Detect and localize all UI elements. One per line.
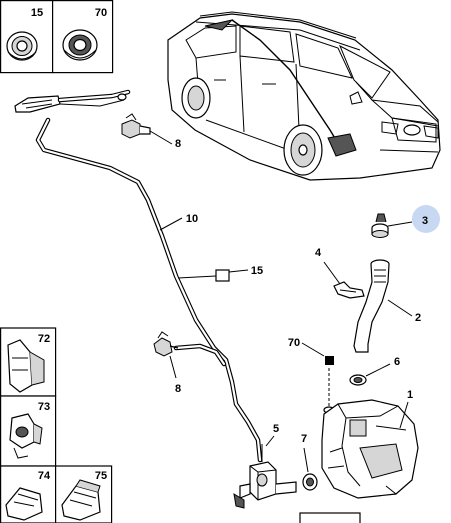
callout-8-lower: 8 — [175, 383, 181, 395]
filler-cap[interactable]: 3 — [371, 205, 440, 238]
washer-reservoir[interactable]: 1 — [321, 389, 419, 499]
fastener-icon — [5, 487, 43, 521]
reference-label-box — [299, 512, 361, 523]
callout-8-upper: 8 — [175, 138, 181, 150]
washer-nozzle-lower[interactable]: 8 — [153, 331, 181, 395]
inset-72[interactable]: 72 — [0, 327, 57, 397]
rear-nozzle-assembly — [14, 89, 131, 113]
callout-1: 1 — [407, 389, 413, 401]
callout-3: 3 — [422, 215, 428, 227]
callout-6: 6 — [394, 356, 400, 368]
clip-icon — [7, 339, 45, 393]
callout-15: 15 — [251, 265, 263, 277]
washer-pump[interactable]: 5 — [233, 423, 297, 509]
callout-5: 5 — [273, 423, 279, 435]
car-illustration — [167, 11, 441, 181]
hose-clip[interactable]: 15 — [177, 265, 263, 282]
grommet-plug[interactable]: 70 — [288, 337, 335, 414]
inset-74-number: 74 — [38, 470, 51, 482]
grommet-icon — [6, 31, 38, 61]
inset-73[interactable]: 73 — [0, 395, 57, 467]
washer-nozzle-upper[interactable]: 8 — [121, 113, 181, 150]
fastener-icon — [61, 479, 101, 521]
washer-hose[interactable]: 10 — [35, 117, 263, 463]
callout-4: 4 — [315, 247, 322, 259]
inset-15-number: 15 — [31, 7, 43, 19]
connector-clip-icon — [9, 413, 43, 459]
callout-2: 2 — [415, 312, 421, 324]
callout-70: 70 — [288, 337, 300, 349]
pump-grommet[interactable]: 7 — [301, 433, 318, 491]
neck-seal[interactable]: 6 — [349, 356, 400, 386]
inset-72-number: 72 — [38, 333, 50, 345]
inset-74[interactable]: 74 — [0, 465, 57, 523]
inset-70-number: 70 — [95, 7, 107, 19]
ring-grommet-icon — [62, 29, 98, 61]
inset-73-number: 73 — [38, 401, 50, 413]
filler-bracket[interactable]: 4 — [315, 247, 365, 299]
inset-75[interactable]: 75 — [54, 465, 113, 523]
callout-7: 7 — [301, 433, 307, 445]
inset-70[interactable]: 70 — [51, 0, 114, 74]
highlight-marker — [412, 205, 440, 233]
filler-neck[interactable]: 2 — [353, 259, 421, 353]
callout-10: 10 — [186, 213, 198, 225]
inset-75-number: 75 — [95, 470, 107, 482]
inset-15[interactable]: 15 — [0, 0, 54, 74]
